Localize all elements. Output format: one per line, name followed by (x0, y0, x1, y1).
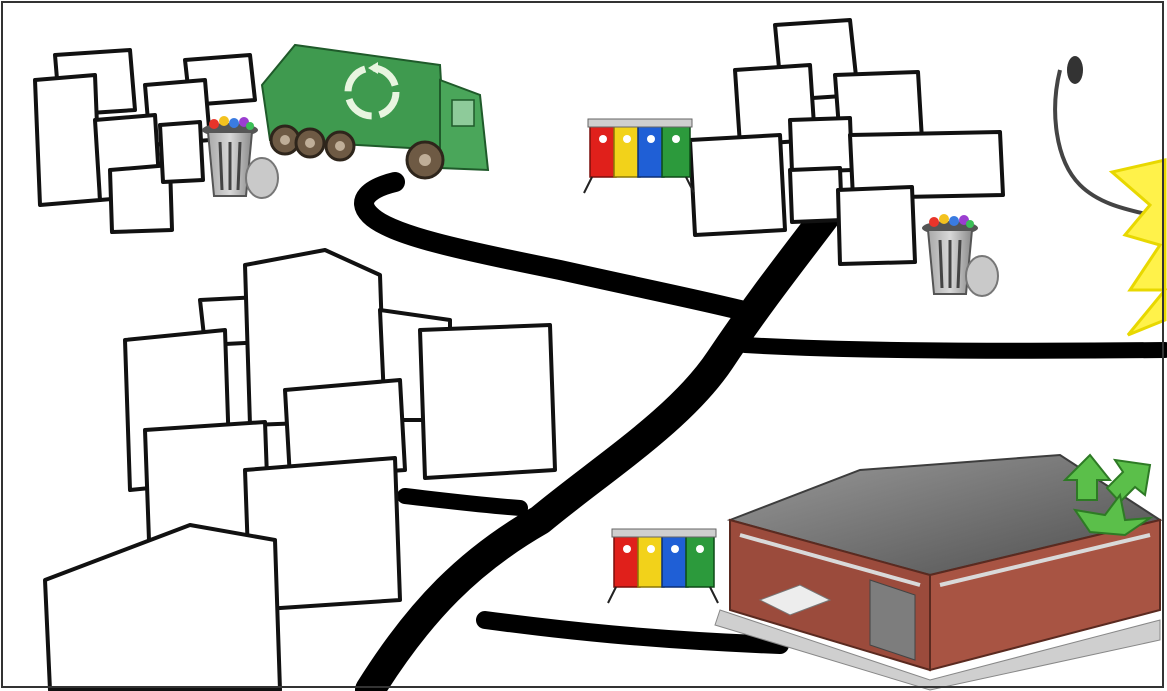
garbage-truck-icon (262, 45, 488, 178)
recycling-bins-icon (608, 529, 718, 603)
recycling-bins-icon (584, 119, 694, 193)
trash-can-icon (202, 116, 278, 198)
factory-icon (715, 455, 1160, 690)
trash-can-icon (922, 214, 998, 296)
sun-icon (1055, 56, 1165, 335)
